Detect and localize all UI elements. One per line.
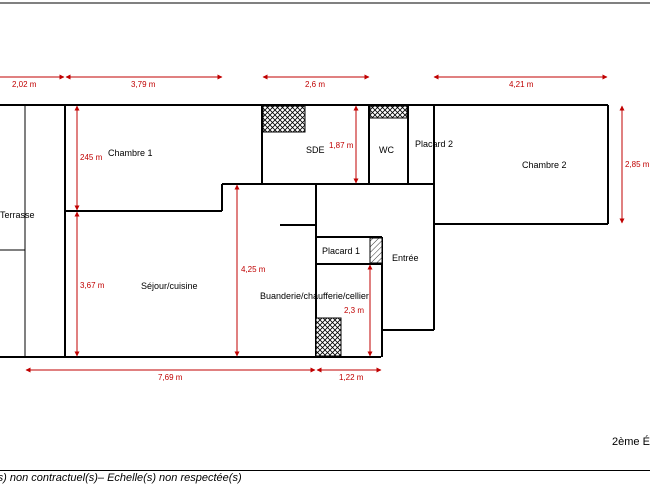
room-label-chambre1: Chambre 1	[108, 148, 153, 158]
disclaimer-footer: (s) non contractuel(s)– Echelle(s) non r…	[0, 470, 650, 488]
room-label-placard2: Placard 2	[415, 139, 453, 149]
dim-v-367: 3,67 m	[80, 281, 105, 290]
room-label-buanderie: Buanderie/chaufferie/cellier	[260, 291, 369, 301]
buanderie-fixture-hatch	[315, 317, 342, 357]
wc-fixture-hatch	[369, 105, 408, 119]
room-label-sde: SDE	[306, 145, 325, 155]
room-label-entree: Entrée	[392, 253, 419, 263]
dim-v-285: 2,85 m	[625, 160, 650, 169]
dimension-lines	[0, 74, 625, 373]
room-label-placard1: Placard 1	[322, 246, 360, 256]
dim-v-187: 1,87 m	[329, 141, 354, 150]
dim-top-379: 3,79 m	[131, 80, 156, 89]
dim-top-202: 2,02 m	[12, 80, 37, 89]
room-label-sejour: Séjour/cuisine	[141, 281, 198, 291]
dim-top-421: 4,21 m	[509, 80, 534, 89]
dim-top-26: 2,6 m	[305, 80, 325, 89]
room-label-chambre2: Chambre 2	[522, 160, 567, 170]
room-label-wc: WC	[379, 145, 394, 155]
room-label-terrasse: Terrasse	[0, 210, 35, 220]
floor-label: 2ème É	[612, 436, 650, 448]
dim-v-245: 245 m	[80, 153, 103, 162]
dim-bottom-122: 1,22 m	[339, 373, 364, 382]
dim-bottom-769: 7,69 m	[158, 373, 183, 382]
dim-v-425: 4,25 m	[241, 265, 266, 274]
disclaimer-text: (s) non contractuel(s)– Echelle(s) non r…	[0, 472, 242, 484]
walls	[0, 104, 609, 358]
sde-fixture-hatch	[262, 105, 306, 133]
placard1-hatch	[369, 237, 383, 264]
dim-v-23: 2,3 m	[344, 306, 364, 315]
